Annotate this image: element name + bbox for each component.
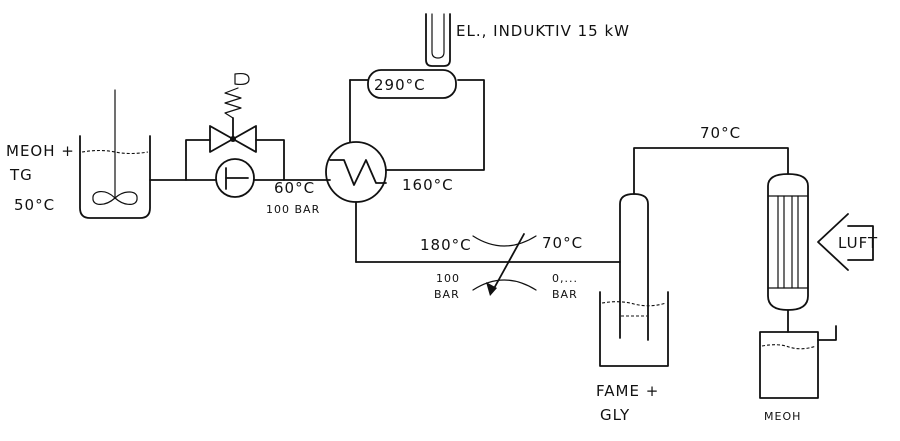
valve-outlet-temperature: 70°C <box>542 234 583 252</box>
feed-label-2: TG <box>9 166 33 184</box>
pump-outlet-pressure: 100 BAR <box>266 203 320 216</box>
valve-outlet-pressure-value: 0,... <box>552 272 578 285</box>
inductive-heater <box>349 13 457 99</box>
methanol-receiver <box>759 325 837 399</box>
heater-label: EL., INDUKTIV 15 kW <box>456 22 630 40</box>
feed-mixing-tank <box>79 89 151 219</box>
product-label-2: GLY <box>600 406 630 424</box>
valve-inlet-temperature: 180°C <box>420 236 472 254</box>
heat-exchanger-outlet-temperature: 160°C <box>402 176 454 194</box>
valve-outlet-pressure-unit: BAR <box>552 288 578 301</box>
high-pressure-pump <box>215 158 255 198</box>
air-inlet-arrow <box>817 213 874 271</box>
heat-exchanger <box>325 79 485 263</box>
methanol-label: MEOH <box>764 410 801 423</box>
feed-pipe <box>149 139 331 181</box>
valve-inlet-pressure-unit: BAR <box>434 288 460 301</box>
product-label-1: FAME + <box>596 382 659 400</box>
relief-valve <box>209 72 257 153</box>
feed-label-1: MEOH + <box>6 142 75 160</box>
feed-temperature: 50°C <box>14 196 55 214</box>
overhead-temperature: 70°C <box>700 124 741 142</box>
expansion-valve <box>472 233 537 296</box>
pump-outlet-temperature: 60°C <box>274 179 315 197</box>
separator-vessel <box>599 147 789 367</box>
heater-temperature: 290°C <box>374 76 426 94</box>
condenser <box>767 173 809 333</box>
air-label: LUFT <box>838 234 878 252</box>
valve-inlet-pressure-value: 100 <box>436 272 460 285</box>
